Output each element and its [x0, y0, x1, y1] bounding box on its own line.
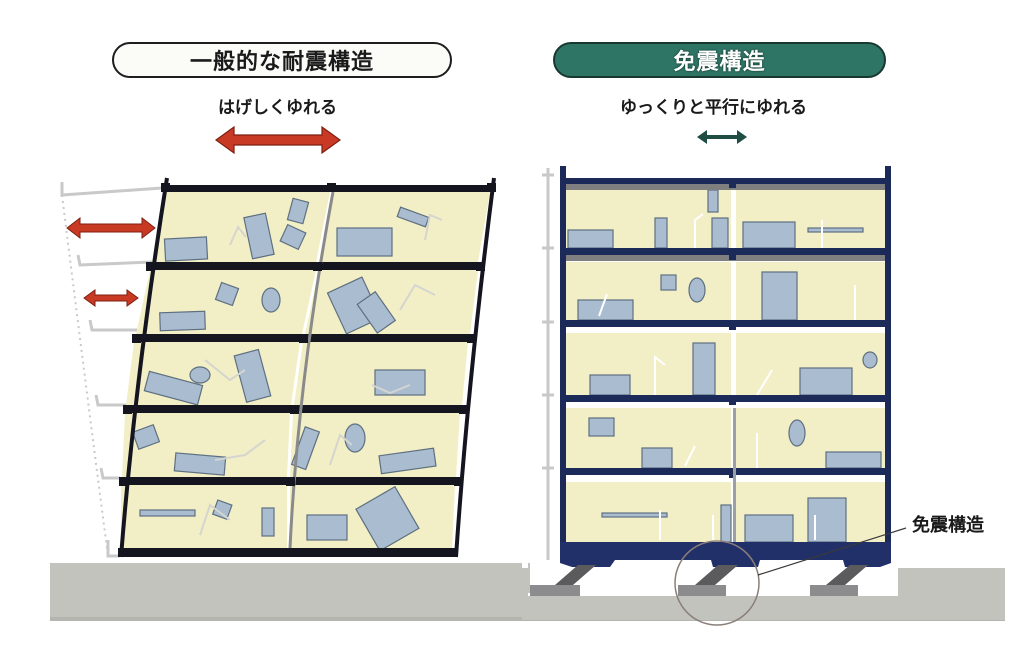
room-2f-left — [122, 413, 290, 477]
subtitle-slow-parallel-shaking: ゆっくりと平行にゆれる — [620, 98, 807, 118]
title-seismic-isolation: 免震構造 — [553, 42, 886, 78]
room-4f-right — [305, 270, 478, 334]
conventional-building — [118, 177, 496, 558]
red-sway-arrow-top-icon — [66, 216, 156, 240]
subtitle-violent-shaking: はげしくゆれる — [218, 98, 337, 118]
ghost-building-outline-right — [542, 168, 554, 560]
isolation-callout-label: 免震構造 — [912, 515, 984, 536]
room-1f-left — [121, 485, 287, 548]
room-2f-right — [290, 413, 460, 477]
ground-slab — [50, 563, 1005, 621]
tumbling-people — [199, 213, 443, 536]
small-teal-double-arrow-icon — [697, 130, 747, 144]
seismic-isolated-building — [530, 166, 907, 626]
isolator-bearings — [530, 565, 868, 596]
ghost-building-outline — [60, 182, 163, 558]
isolation-base-slab — [560, 542, 891, 567]
title-conventional-structure: 一般的な耐震構造 — [112, 42, 452, 78]
red-sway-arrow-second-icon — [83, 289, 139, 307]
isolation-callout-circle — [674, 540, 760, 626]
callout-leader-line — [757, 527, 907, 576]
calm-people — [598, 213, 856, 540]
large-red-double-arrow-icon — [214, 125, 342, 155]
